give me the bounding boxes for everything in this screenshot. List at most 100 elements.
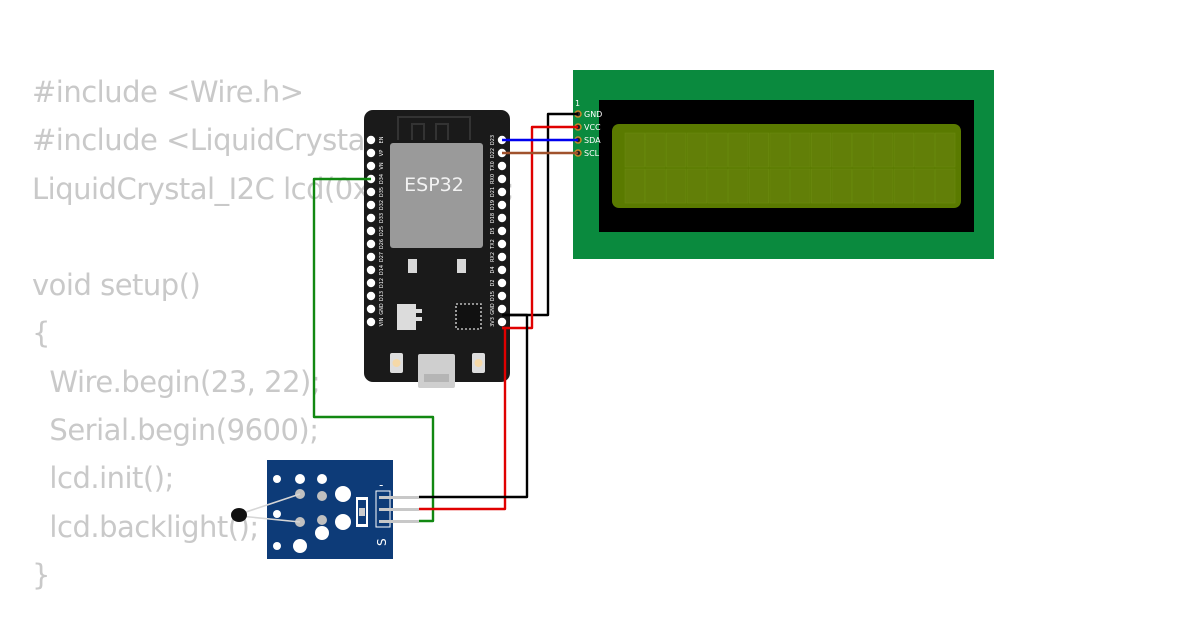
esp32-pin-d2[interactable]: D2 <box>490 278 507 288</box>
esp32-pin-d33[interactable]: D33 <box>366 213 385 223</box>
esp32-pin-hole <box>366 226 376 236</box>
lcd-character-grid <box>624 132 956 204</box>
esp32-pin-d15[interactable]: D15 <box>490 291 507 301</box>
esp32-pin-3v3[interactable]: 3V3 <box>490 317 507 327</box>
esp32-pin-tx2[interactable]: TX2 <box>490 239 507 250</box>
esp32-pin-en[interactable]: EN <box>366 135 385 145</box>
wire-lcd-vcc-to-esp32-3v3[interactable] <box>502 125 578 330</box>
lcd-character-cell <box>873 168 894 204</box>
esp32-pin-vp[interactable]: VP <box>366 148 385 158</box>
esp32-pin-d12[interactable]: D12 <box>366 278 385 288</box>
wire-sensor-vcc-to-esp32-3v3[interactable] <box>419 326 507 511</box>
esp32-pin-hole <box>497 187 507 197</box>
lcd-character-cell <box>645 168 666 204</box>
esp32-pin-d35[interactable]: D35 <box>366 187 385 197</box>
lcd-character-cell <box>707 132 728 168</box>
esp32-pin-d18[interactable]: D18 <box>490 213 507 223</box>
lcd-pin-scl-label: SCL <box>584 149 600 158</box>
wire-sensor-gnd-to-esp32-gnd[interactable] <box>419 313 529 499</box>
esp32-pin-hole <box>366 304 376 314</box>
sensor-pin-signal[interactable] <box>379 520 419 523</box>
esp32-board[interactable]: ESP32 ENVPVND34D35D32D33D25D26D27D14D12D… <box>364 110 510 388</box>
esp32-usb-bridge-chip <box>455 303 482 330</box>
esp32-usb-port[interactable] <box>418 354 455 388</box>
sensor-signal-label: S <box>375 538 389 546</box>
code-line: Serial.begin(9600); <box>32 413 319 448</box>
esp32-pin-label: TX0 <box>490 161 496 172</box>
esp32-smd-pad <box>457 259 466 273</box>
esp32-pin-label: D25 <box>379 226 385 236</box>
lcd-character-cell <box>707 168 728 204</box>
esp32-pin-vn[interactable]: VN <box>366 161 385 171</box>
lcd-character-cell <box>893 132 914 168</box>
sensor-mounting-holes <box>273 474 351 553</box>
code-line: Wire.begin(23, 22); <box>32 364 321 399</box>
esp32-pin-d4[interactable]: D4 <box>490 265 507 275</box>
esp32-pin-hole <box>366 161 376 171</box>
esp32-pin-label: VP <box>379 150 385 156</box>
esp32-boot-button[interactable] <box>472 353 485 373</box>
temperature-sensor-module[interactable]: - S <box>231 460 419 559</box>
lcd-character-cell <box>624 168 645 204</box>
esp32-pin-label: D18 <box>490 213 496 223</box>
thermistor <box>231 493 301 523</box>
lcd-character-cell <box>769 132 790 168</box>
sensor-pin-vcc[interactable] <box>379 508 419 511</box>
esp32-pin-gnd[interactable]: GND <box>366 303 385 315</box>
lcd-module[interactable]: 1 GND VCC SDA SCL <box>573 70 994 259</box>
esp32-pin-label: VN <box>379 162 385 169</box>
lcd-character-cell <box>831 168 852 204</box>
esp32-pin-d14[interactable]: D14 <box>366 265 385 275</box>
lcd-character-cell <box>893 168 914 204</box>
esp32-pin-hole <box>366 187 376 197</box>
esp32-pin-hole <box>497 200 507 210</box>
esp32-usb-port-opening <box>424 374 449 382</box>
esp32-pin-d25[interactable]: D25 <box>366 226 385 236</box>
lcd-pin-scl[interactable]: SCL <box>574 149 600 158</box>
esp32-pin-d26[interactable]: D26 <box>366 239 385 249</box>
esp32-pin-hole <box>497 161 507 171</box>
esp32-pin-vin[interactable]: VIN <box>366 317 385 327</box>
esp32-pin-d13[interactable]: D13 <box>366 291 385 301</box>
lcd-character-cell <box>873 132 894 168</box>
esp32-pin-d32[interactable]: D32 <box>366 200 385 210</box>
sensor-smd-resistor <box>356 497 368 527</box>
lcd-character-cell <box>810 132 832 168</box>
esp32-pin-label: D33 <box>379 213 385 223</box>
esp32-pin-label: D23 <box>490 135 496 145</box>
esp32-pin-tx0[interactable]: TX0 <box>490 161 507 172</box>
esp32-pin-hole <box>366 317 376 327</box>
esp32-pin-hole <box>497 252 507 262</box>
esp32-pin-d27[interactable]: D27 <box>366 252 385 262</box>
lcd-character-cell <box>935 132 956 168</box>
esp32-pin-rx0[interactable]: RX0 <box>490 174 507 184</box>
esp32-pin-rx2[interactable]: RX2 <box>490 252 507 262</box>
esp32-antenna <box>397 116 471 140</box>
esp32-pin-hole <box>366 265 376 275</box>
esp32-regulator <box>397 304 416 330</box>
esp32-en-button[interactable] <box>390 353 403 373</box>
esp32-pin-hole <box>497 304 507 314</box>
esp32-pin-hole <box>366 200 376 210</box>
wire-sensor-s-to-esp32-d33[interactable] <box>312 177 435 523</box>
esp32-pin-hole <box>497 291 507 301</box>
esp32-pin-label: VIN <box>379 317 385 326</box>
lcd-character-cell <box>790 168 811 204</box>
lcd-character-cell <box>686 132 707 168</box>
esp32-pin-label: D26 <box>379 239 385 249</box>
esp32-pin-hole <box>497 239 507 249</box>
wire-lcd-gnd-to-esp32-gnd[interactable] <box>502 112 578 317</box>
esp32-pin-hole <box>366 278 376 288</box>
sensor-pin-gnd[interactable] <box>379 496 419 499</box>
lcd-character-cell <box>666 168 687 204</box>
esp32-pin-label: D5 <box>490 227 496 234</box>
esp32-regulator-tab <box>416 317 422 321</box>
code-line: lcd.init(); <box>32 461 174 496</box>
esp32-pin-d19[interactable]: D19 <box>490 200 507 210</box>
esp32-pin-d21[interactable]: D21 <box>490 187 507 197</box>
esp32-pin-gnd[interactable]: GND <box>490 303 507 315</box>
lcd-character-cell <box>728 132 749 168</box>
code-line: { <box>32 316 50 351</box>
esp32-pin-d5[interactable]: D5 <box>490 226 507 236</box>
